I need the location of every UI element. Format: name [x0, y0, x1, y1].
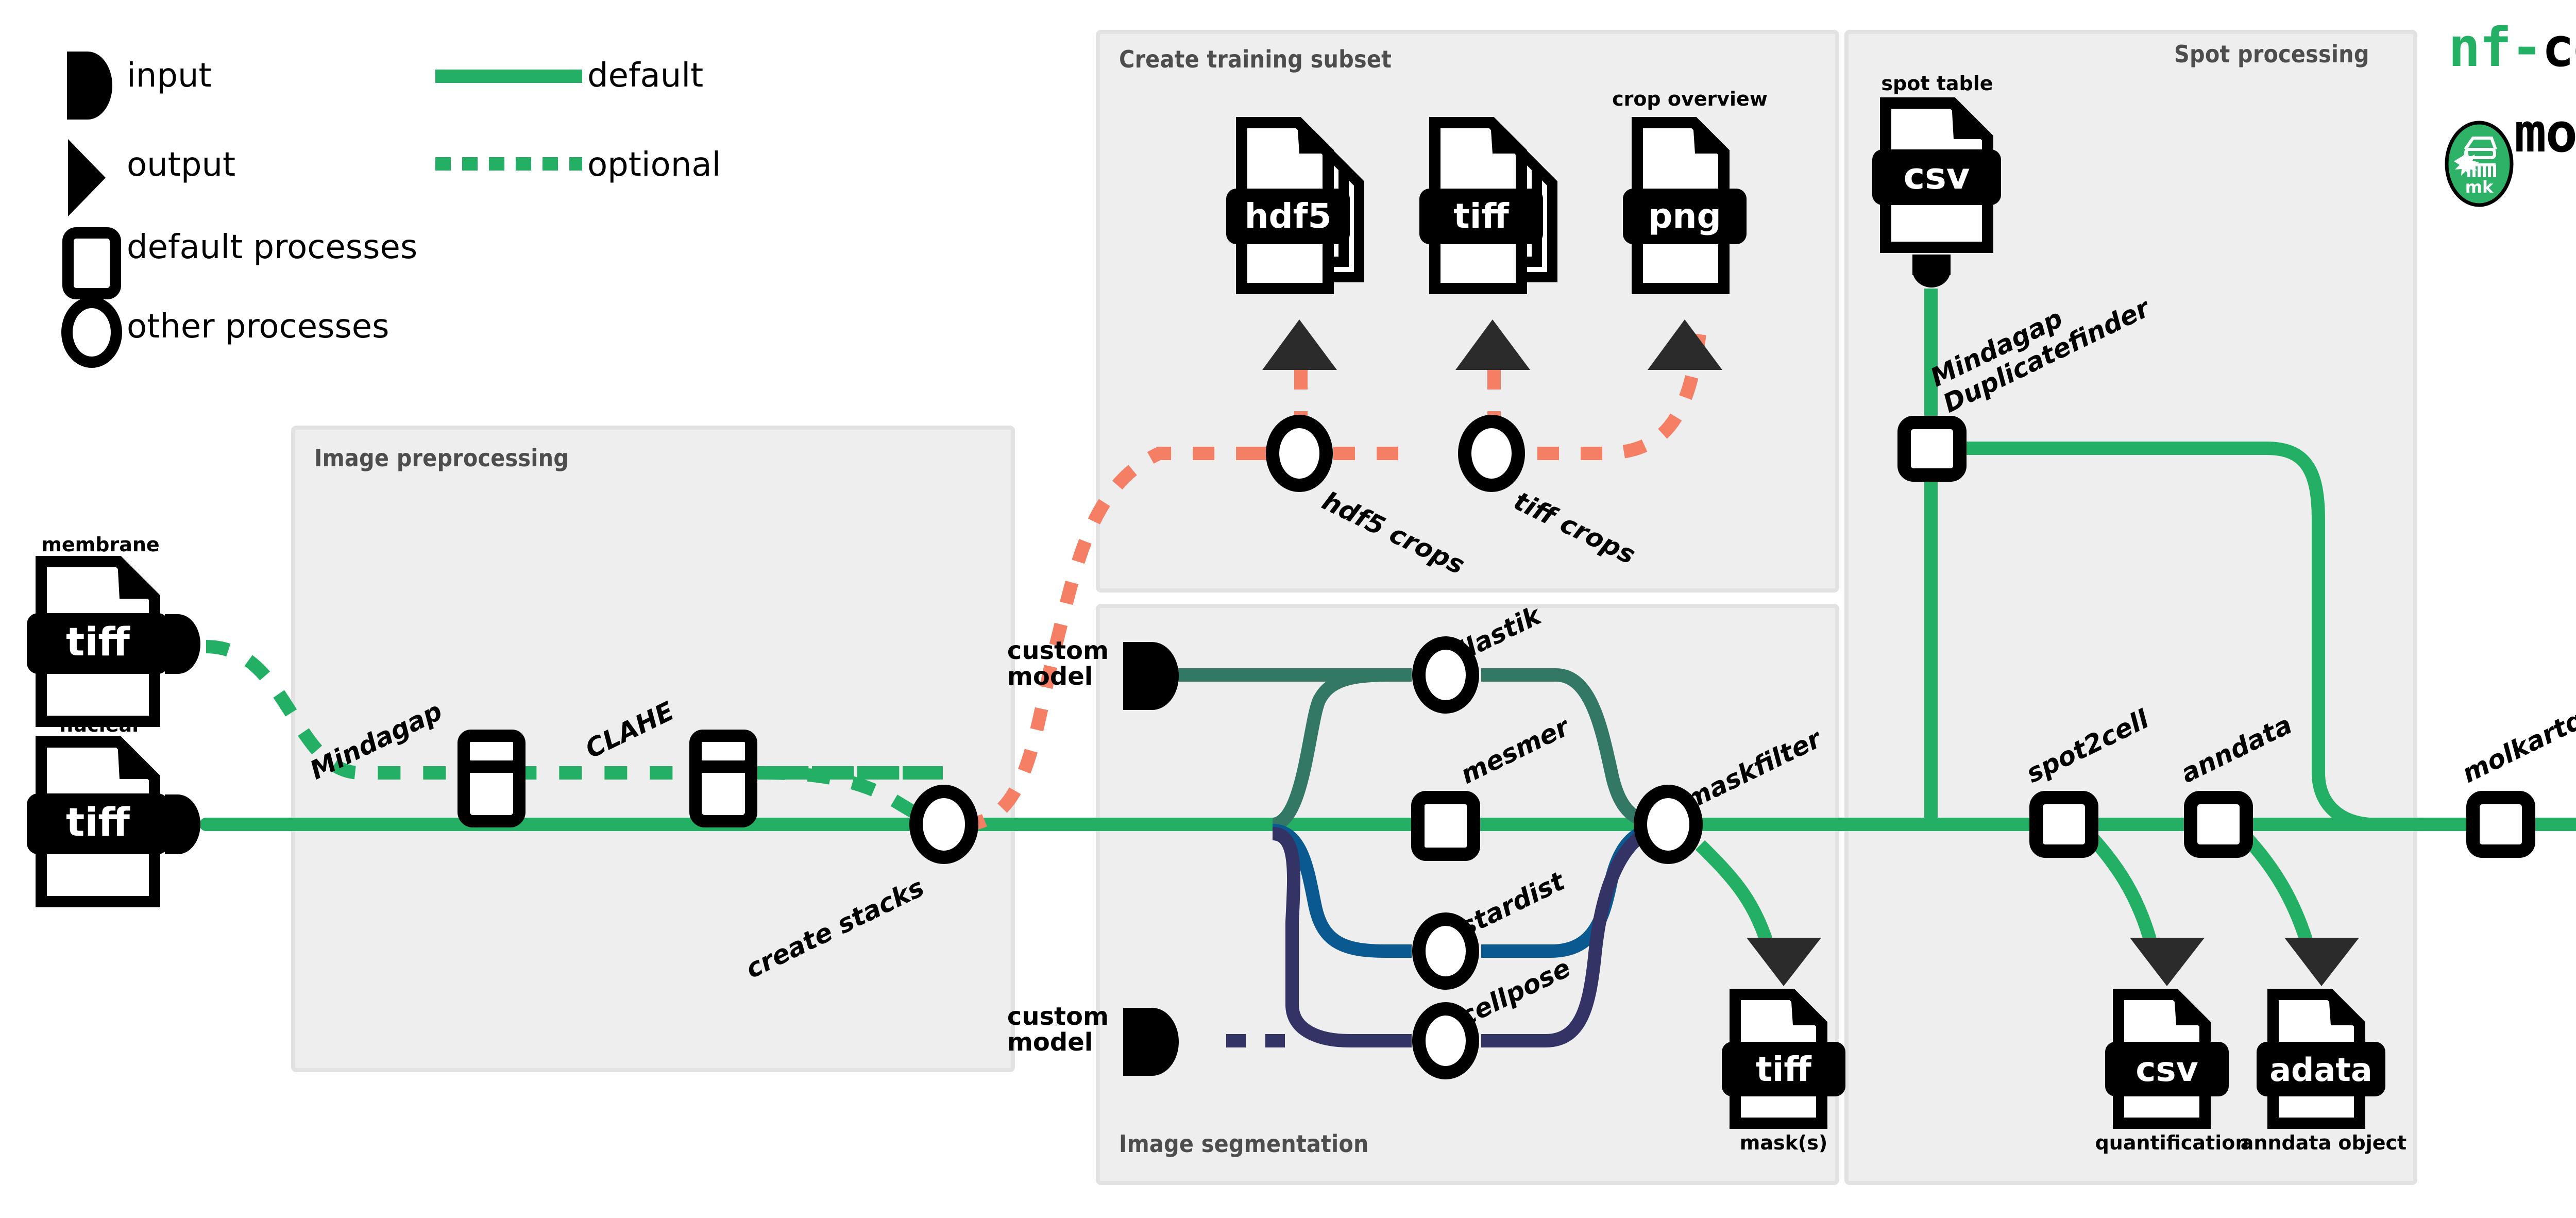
svg-text:tiff: tiff: [66, 619, 130, 665]
svg-text:tiff: tiff: [1453, 196, 1510, 236]
process-clahe[interactable]: [689, 730, 757, 827]
circle-process-icon: [61, 297, 122, 368]
caption-masks: mask(s): [1739, 1131, 1828, 1154]
legend-label-input: input: [127, 57, 212, 95]
panel-title-spot-processing: Spot processing: [2174, 40, 2369, 68]
quantification-csv-output: csv: [2105, 938, 2229, 1129]
panel-title-image-preprocessing: Image preprocessing: [314, 444, 569, 472]
custom-model-ilastik-label: custom model: [1007, 638, 1109, 690]
svg-text:csv: csv: [2136, 1050, 2198, 1089]
panel-title-create-training-subset: Create training subset: [1119, 45, 1392, 73]
panel-title-image-segmentation: Image segmentation: [1119, 1130, 1369, 1158]
edge-membrane-optional: [206, 640, 943, 823]
brand-core: core/: [2541, 16, 2576, 79]
process-spot2cell[interactable]: [2029, 791, 2098, 858]
process-maskfilter[interactable]: [1634, 785, 1703, 864]
panel-image-preprocessing: [291, 426, 1015, 1072]
legend-label-output: output: [127, 146, 236, 184]
process-tiff-crops[interactable]: [1458, 415, 1525, 492]
brand-dash: -: [2511, 16, 2543, 79]
caption-anndata-object: anndata object: [2240, 1131, 2407, 1154]
brand-line-2: molkart: [2514, 102, 2576, 164]
edge-anndata-to-adata: [2241, 833, 2314, 945]
svg-text:hdf5: hdf5: [1245, 196, 1332, 236]
brand-nf: nf: [2448, 16, 2512, 79]
custom-model-cellpose-input: [1123, 1008, 1179, 1076]
legend-label-other-processes: other processes: [127, 308, 389, 346]
brand-line-1: nf-core/: [2448, 21, 2576, 74]
edge-maskfilter-to-masks: [1695, 840, 1774, 945]
edge-cellpose: [1226, 821, 1665, 1047]
svg-text:mk: mk: [2465, 177, 2494, 197]
process-cellpose[interactable]: [1412, 1002, 1479, 1079]
process-ilastik[interactable]: [1412, 636, 1479, 714]
svg-text:adata: adata: [2269, 1051, 2372, 1089]
process-molkartqc[interactable]: [2466, 791, 2535, 858]
legend-label-default-line: default: [587, 57, 704, 95]
tiff-crops-output: tiff: [1419, 117, 1557, 370]
custom-model-cellpose-line1: custom: [1007, 1002, 1109, 1031]
custom-model-ilastik-input: [1123, 642, 1179, 710]
caption-nuclear: nuclear: [59, 714, 142, 736]
spot-table-csv-input: csv: [1872, 97, 2001, 287]
edge-spot2cell-to-csv: [2087, 833, 2158, 945]
process-anndata[interactable]: [2184, 791, 2253, 858]
hdf5-crops-output: hdf5: [1226, 117, 1364, 370]
legend-label-optional-line: optional: [587, 146, 721, 184]
square-process-icon: [62, 227, 121, 299]
svg-text:tiff: tiff: [66, 799, 130, 845]
mk-badge-icon: mk: [2445, 121, 2514, 207]
process-hdf5-crops[interactable]: [1266, 415, 1333, 492]
legend-label-default-processes: default processes: [127, 228, 418, 266]
caption-membrane: membrane: [41, 533, 160, 556]
masks-tiff-output: tiff: [1722, 938, 1845, 1129]
svg-text:csv: csv: [1904, 155, 1970, 197]
svg-text:tiff: tiff: [1756, 1050, 1812, 1089]
svg-text:png: png: [1648, 196, 1721, 236]
caption-spot-table: spot table: [1881, 72, 1993, 95]
custom-model-cellpose-line2: model: [1007, 1028, 1093, 1057]
brand-logo: nf-core/ molkart: [2448, 21, 2576, 160]
edge-spot-processing: [1924, 289, 2371, 832]
process-mindagap-duplicatefinder[interactable]: [1897, 416, 1967, 482]
custom-model-ilastik-line2: model: [1007, 662, 1093, 691]
custom-model-ilastik-line1: custom: [1007, 636, 1109, 665]
nuclear-tiff-input: tiff: [27, 736, 200, 907]
process-stardist[interactable]: [1412, 912, 1479, 990]
caption-quantification: quantification: [2095, 1131, 2249, 1154]
crop-overview-output: png: [1623, 117, 1747, 370]
process-mesmer[interactable]: [1411, 791, 1480, 861]
membrane-tiff-input: tiff: [27, 556, 200, 727]
caption-crop-overview: crop overview: [1612, 88, 1768, 110]
process-mindagap[interactable]: [457, 730, 526, 827]
output-triangle-icon: [68, 139, 106, 216]
process-create-stacks[interactable]: [909, 785, 978, 864]
custom-model-cellpose-label: custom model: [1007, 1004, 1109, 1056]
anndata-object-output: adata: [2257, 938, 2385, 1129]
input-shape-icon: [67, 52, 112, 120]
